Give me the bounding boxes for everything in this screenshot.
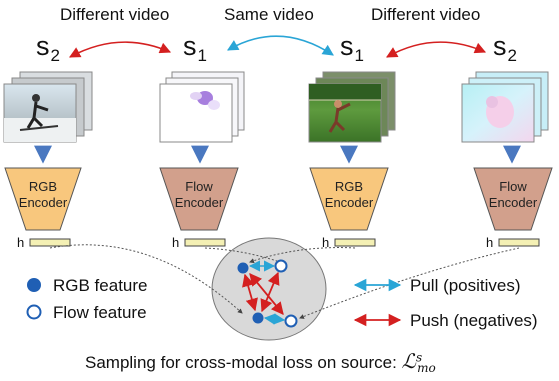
symbol-s1-left: s1: [183, 31, 207, 65]
mapping-curve-3: [249, 247, 356, 264]
feature-h-label-3: h: [322, 235, 330, 250]
mapping-curve-1: [49, 244, 243, 314]
header-different-video-left: Different video: [60, 5, 170, 24]
symbol-s2-left: s2: [36, 31, 60, 65]
flow-feature-point-2: [284, 314, 298, 328]
feature-bar-4: [498, 238, 540, 247]
legend-rgb-marker: [27, 278, 41, 292]
caption: Sampling for cross-modal loss on source:…: [85, 351, 436, 374]
flow-feature-point-1: [274, 259, 288, 273]
rgb-feature-point-1: [237, 262, 249, 274]
mapping-curve-2: [204, 247, 284, 265]
flow-thumbnail-right: [461, 71, 549, 143]
legend-flow-marker: [26, 304, 42, 320]
mapping-curve-4: [299, 247, 520, 319]
different-video-arrow-right: [386, 41, 487, 58]
loss-subscript: mo: [417, 361, 436, 376]
feature-bar-1: [29, 238, 71, 247]
feature-bar-2: [184, 238, 226, 247]
rgb-video-thumbnail-s1: [308, 71, 396, 143]
header-same-video: Same video: [224, 5, 314, 24]
feature-h-label-4: h: [486, 235, 494, 250]
caption-text: Sampling for cross-modal loss on source:: [85, 353, 397, 372]
feature-space-circle: [211, 237, 327, 341]
legend-rgb-label: RGB feature: [53, 276, 148, 295]
feature-bar-3: [334, 238, 376, 247]
loss-superscript: s: [415, 350, 423, 365]
symbol-s2-right: s2: [493, 31, 517, 65]
rgb-video-thumbnail-left: [3, 71, 93, 143]
flow-encoder-shape-1: [159, 167, 239, 231]
same-video-arrow: [227, 35, 334, 56]
feature-h-label-1: h: [17, 235, 25, 250]
pull-arrow-bottom: [263, 313, 286, 325]
legend-push-label: Push (negatives): [410, 311, 538, 330]
rgb-feature-point-2: [252, 312, 264, 324]
header-different-video-right: Different video: [371, 5, 481, 24]
flow-encoder-shape-2: [473, 167, 553, 231]
flow-thumbnail-s1: [159, 71, 245, 143]
legend-flow-label: Flow feature: [53, 303, 147, 322]
feature-h-label-2: h: [172, 235, 180, 250]
legend-pull-label: Pull (positives): [410, 276, 521, 295]
rgb-encoder-shape-2: [309, 167, 389, 231]
loss-symbol: ℒ: [401, 349, 416, 373]
different-video-arrow-left: [69, 41, 172, 58]
push-arrow-diagonal-2: [260, 271, 280, 313]
symbol-s1-right: s1: [340, 31, 364, 65]
rgb-encoder-shape-1: [4, 167, 82, 231]
